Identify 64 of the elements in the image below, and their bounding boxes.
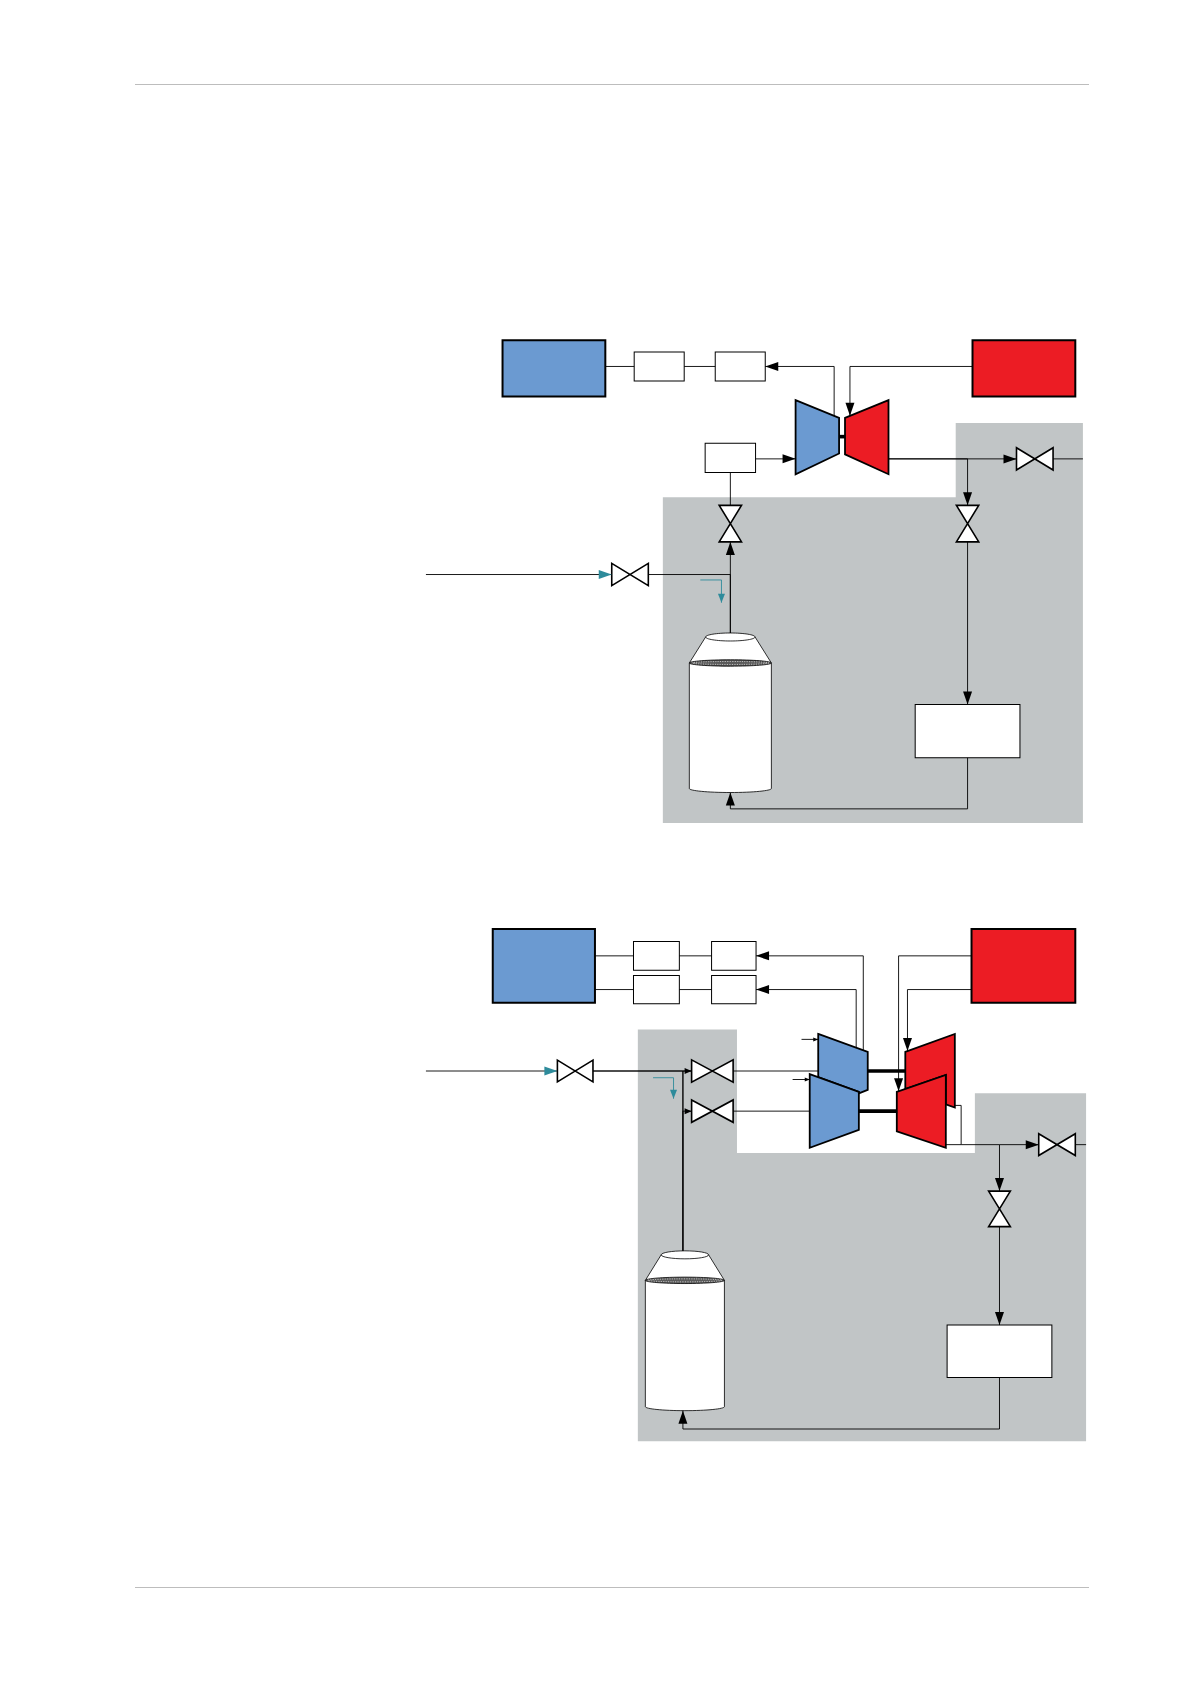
shaft-line	[839, 434, 845, 439]
flow-arrow	[995, 1226, 1004, 1326]
connector-line	[960, 1144, 1000, 1146]
turbine-symbol	[844, 398, 890, 476]
large-block	[971, 339, 1077, 398]
small-box	[704, 442, 757, 473]
large-block	[501, 339, 607, 398]
flow-arrow	[755, 454, 797, 464]
turbine-symbol	[895, 1073, 947, 1150]
valve-symbol	[987, 1190, 1012, 1228]
valve-symbol	[690, 1098, 734, 1124]
flow-arrow	[725, 541, 735, 634]
small-box	[633, 974, 680, 1005]
flow-arrow	[801, 1037, 819, 1042]
valve-symbol	[717, 504, 743, 543]
connector-line	[732, 1110, 811, 1112]
valve-symbol	[556, 1058, 594, 1084]
turbine-symbol	[904, 1032, 956, 1109]
flow-arrow	[792, 1077, 811, 1082]
vessel	[688, 632, 772, 793]
flow-arrow	[755, 985, 857, 1049]
flow-arrow	[678, 1376, 1000, 1430]
flow-arrow	[682, 1108, 693, 1252]
shaft-line	[858, 1109, 897, 1113]
connector-line	[594, 989, 634, 990]
flow-arrow	[755, 951, 864, 1051]
connector-line	[732, 1070, 819, 1072]
flow-arrow	[995, 1144, 1004, 1192]
flow-arrow	[903, 989, 972, 1052]
valve-symbol	[1037, 1132, 1077, 1157]
connector-line	[954, 1104, 962, 1146]
small-box	[633, 351, 685, 382]
flow-arrow	[999, 1140, 1040, 1150]
flow-arrow	[425, 1066, 558, 1076]
valve-symbol	[610, 561, 650, 588]
connector-line	[678, 989, 713, 990]
small-box	[633, 941, 680, 971]
valve-symbol	[690, 1058, 734, 1084]
small-box	[946, 1324, 1053, 1378]
small-box	[914, 704, 1021, 759]
connector-line	[594, 955, 634, 957]
small-box	[714, 351, 766, 382]
valve-symbol	[1015, 446, 1054, 472]
flow-arrow	[425, 570, 613, 579]
flow-arrow	[894, 955, 972, 1092]
flow-arrow	[845, 366, 973, 417]
shaft-line	[867, 1069, 906, 1073]
flow-arrow	[963, 541, 973, 705]
connector-line	[604, 366, 635, 367]
connector-line	[678, 955, 713, 957]
connector-line	[1074, 1144, 1087, 1146]
flow-arrow	[888, 458, 973, 506]
large-block	[970, 928, 1077, 1004]
small-box	[711, 974, 757, 1005]
flow-arrow	[725, 757, 969, 810]
connector-line	[1052, 458, 1084, 460]
vessel	[644, 1250, 725, 1412]
valve-symbol	[954, 504, 981, 543]
small-box	[711, 941, 757, 971]
flow-arrow	[764, 361, 835, 417]
connector-line	[945, 1144, 962, 1146]
large-block	[491, 928, 596, 1004]
connector-line	[683, 366, 716, 367]
connector-line	[729, 471, 731, 506]
